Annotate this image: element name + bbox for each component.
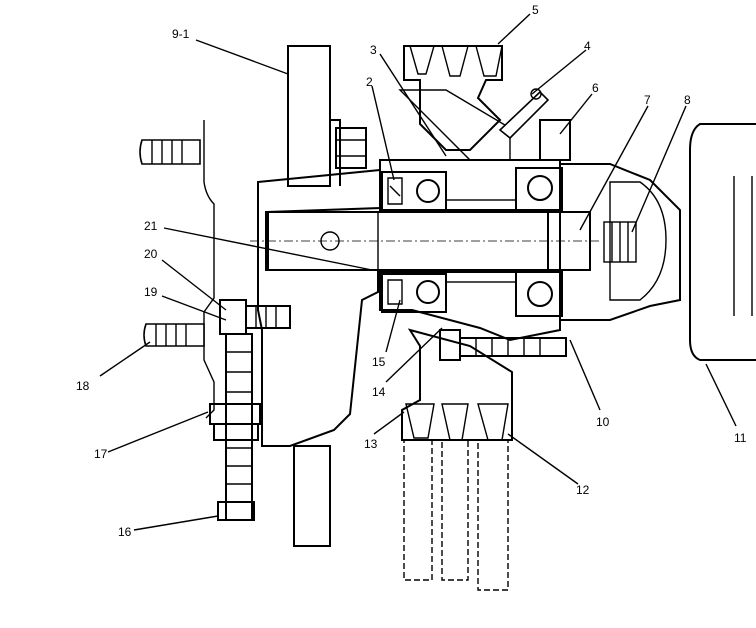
callout-16: 16 <box>118 525 132 539</box>
belts <box>403 439 509 591</box>
bearing-upper-left <box>381 171 447 211</box>
grease-nipple <box>498 88 550 140</box>
callout-11: 11 <box>734 431 747 445</box>
mounting-bracket <box>203 45 341 419</box>
left-stud-upper <box>139 139 201 165</box>
callout-6: 6 <box>592 81 599 95</box>
bearing-upper-right <box>515 167 563 213</box>
callout-21: 21 <box>144 219 158 233</box>
callout-14: 14 <box>372 385 386 399</box>
callout-3: 3 <box>370 43 377 57</box>
callout-2: 2 <box>366 75 373 89</box>
callout-12: 12 <box>576 483 590 497</box>
adjusting-bolt <box>209 299 291 521</box>
callout-4: 4 <box>584 39 591 53</box>
pulley-lower <box>401 328 513 441</box>
support-leg <box>293 445 331 547</box>
pulley-upper <box>398 45 511 161</box>
bolt-10 <box>439 329 567 361</box>
left-stud-lower <box>143 323 205 347</box>
bracket-nut <box>335 127 367 169</box>
coupling-flange <box>547 163 681 321</box>
callout-7: 7 <box>644 93 651 107</box>
callout-5: 5 <box>532 3 539 17</box>
callout-8: 8 <box>684 93 691 107</box>
callout-13: 13 <box>364 437 378 451</box>
callout-9-1: 9-1 <box>172 27 190 41</box>
callout-10: 10 <box>596 415 610 429</box>
callout-19: 19 <box>144 285 158 299</box>
bearing-lower-right <box>515 271 563 317</box>
callout-labels: 9-1 5 3 4 2 6 7 8 21 20 19 18 15 14 13 1… <box>76 3 747 539</box>
bearing-lower-left <box>381 273 447 313</box>
callout-20: 20 <box>144 247 158 261</box>
leader-lines <box>99 13 737 531</box>
callout-15: 15 <box>372 355 386 369</box>
motor-body <box>689 123 756 361</box>
callout-18: 18 <box>76 379 90 393</box>
hub-upper <box>379 119 571 211</box>
callout-17: 17 <box>94 447 108 461</box>
